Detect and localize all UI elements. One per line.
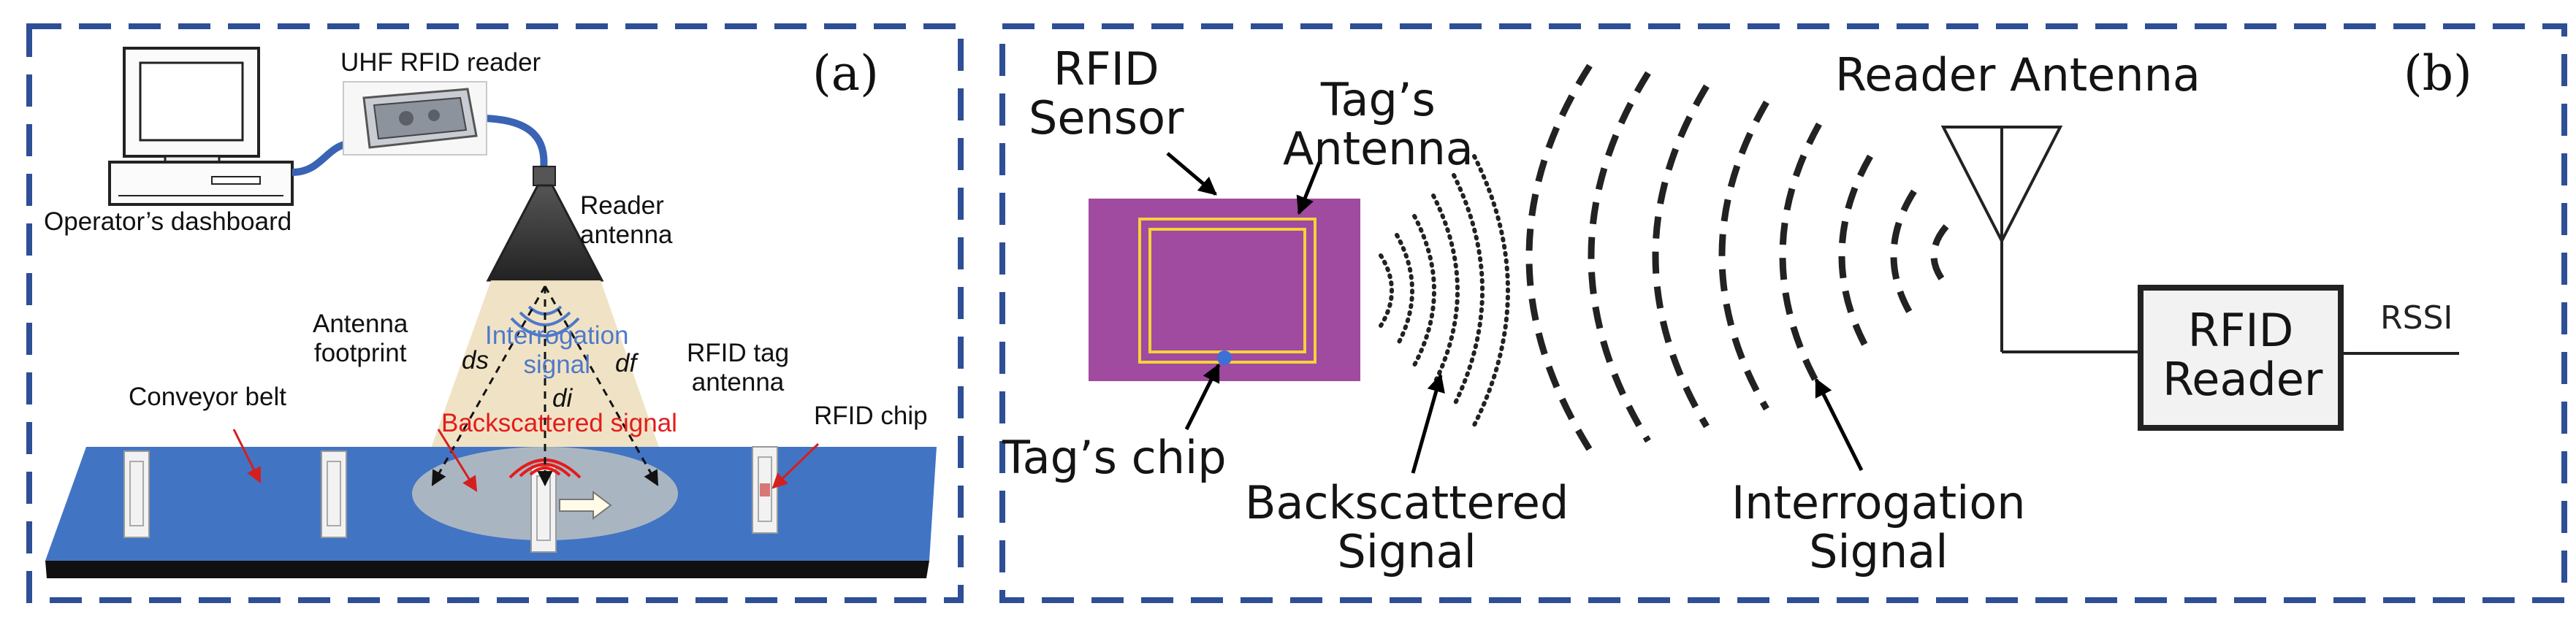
panel-a-letter: (a) — [812, 45, 879, 101]
rfid-tag-1 — [123, 450, 150, 538]
panel-a-border — [26, 23, 964, 603]
rfid-tag-3 — [530, 465, 557, 553]
reader-antenna-icon — [1940, 126, 2141, 353]
reader-antenna-label: Reader antenna — [580, 191, 673, 250]
interrogation-b-label-line2: Signal — [1809, 524, 1948, 578]
rfid-tag-2 — [321, 450, 347, 538]
cable-reader-antenna — [483, 115, 548, 170]
tag-antenna-label-line1: RFID tag — [687, 339, 790, 367]
uhf-reader-device — [343, 81, 487, 156]
reader-box-label-line1: RFID — [2187, 304, 2294, 357]
reader-box-label-line2: Reader — [2162, 352, 2323, 406]
footprint-pointer — [437, 429, 478, 492]
rfid-tag-4 — [752, 446, 778, 534]
reader-antenna-mount — [533, 166, 556, 186]
footprint-label: Antenna footprint — [313, 310, 408, 369]
interrogation-label-line2: signal — [523, 350, 590, 380]
interrogation-b-label: Interrogation Signal — [1731, 476, 2026, 578]
backscattered-signal-label: Backscattered signal — [441, 409, 677, 437]
backscatter-dotted-waves — [1379, 154, 1510, 427]
distance-di-label: di — [552, 384, 573, 413]
computer-icon — [108, 47, 294, 206]
tag-chip-label: Tag’s chip — [1002, 431, 1227, 484]
rssi-label: RSSI — [2380, 299, 2453, 337]
interrogation-b-label-line1: Interrogation — [1731, 476, 2026, 529]
uhf-reader-label: UHF RFID reader — [340, 48, 541, 77]
interrogation-dashed-waves — [1525, 64, 1949, 452]
reader-box — [2138, 285, 2344, 431]
footprint-label-line2: footprint — [313, 339, 407, 368]
conveyor-belt-edge — [45, 561, 929, 578]
backscattered-b-label: Backscattered Signal — [1245, 476, 1569, 578]
footprint-label-line1: Antenna — [313, 310, 408, 338]
reader-antenna-b-label: Reader Antenna — [1835, 48, 2200, 101]
backscattered-b-label-line1: Backscattered — [1245, 476, 1569, 529]
distance-df-label: df — [615, 349, 637, 377]
backscattered-b-label-line2: Signal — [1337, 524, 1476, 578]
conveyor-belt-label: Conveyor belt — [129, 383, 286, 411]
rfid-chip-label: RFID chip — [814, 402, 928, 430]
tag-antenna-label: RFID tag antenna — [687, 339, 789, 398]
panel-b-letter: (b) — [2404, 45, 2472, 101]
conveyor-pointer — [232, 429, 262, 483]
tag-antenna-b-label-line1: Tag’s — [1320, 73, 1436, 126]
interrogation-signal-label: Interrogation signal — [485, 321, 629, 380]
tag-antenna-label-line2: antenna — [691, 368, 785, 397]
tag-motion-arrow — [559, 491, 612, 520]
tag-antenna-b-label: Tag’s Antenna — [1283, 73, 1474, 175]
tag-chip — [1217, 350, 1232, 365]
cable-computer-reader — [291, 139, 351, 176]
reader-antenna-label-line1: Reader — [580, 191, 664, 220]
reader-antenna-label-line2: antenna — [580, 221, 673, 250]
panel-b-border — [999, 23, 2567, 603]
interrogation-label-line1: Interrogation — [485, 321, 629, 350]
chip-pointer — [771, 442, 820, 489]
rfid-sensor-label-line2: Sensor — [1029, 91, 1184, 145]
rfid-sensor-label: RFID Sensor — [1029, 45, 1184, 143]
reader-antenna-cone — [486, 184, 604, 282]
panel-b-pointers — [1166, 152, 1864, 474]
distance-ds-label: ds — [462, 346, 489, 375]
reader-box-label: RFID Reader — [2162, 304, 2323, 406]
dashboard-label: Operator’s dashboard — [44, 207, 292, 236]
rfid-sensor-label-line1: RFID — [1053, 42, 1159, 96]
tag-antenna-b-label-line2: Antenna — [1283, 121, 1474, 175]
